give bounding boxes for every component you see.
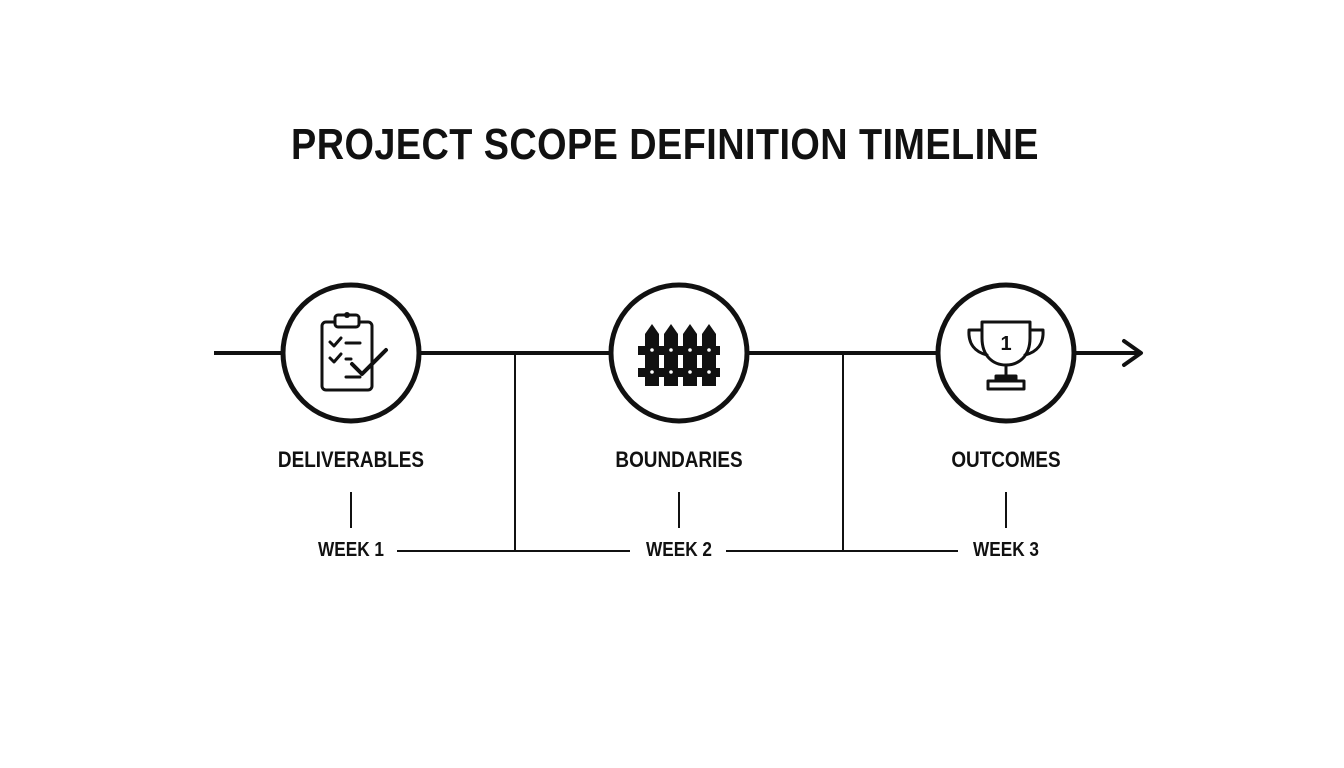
stage-label-boundaries: BOUNDARIES	[615, 447, 743, 472]
fence-icon	[638, 324, 720, 386]
timeline-arrowhead	[1122, 339, 1143, 367]
stage-label-outcomes: OUTCOMES	[951, 447, 1061, 472]
stage-circle-outcomes	[935, 282, 1077, 424]
trophy-icon: 1	[967, 320, 1045, 391]
week-label-1: WEEK 1	[318, 539, 384, 561]
diagram-title: PROJECT SCOPE DEFINITION TIMELINE	[291, 120, 1039, 169]
stage-label-deliverables: DELIVERABLES	[277, 447, 425, 472]
stage-circle-deliverables	[280, 282, 422, 424]
week-label-3: WEEK 3	[973, 539, 1039, 561]
trophy-rank-text: 1	[1000, 333, 1011, 355]
clipboard-checklist-icon	[320, 312, 388, 392]
week-label-2: WEEK 2	[646, 539, 712, 561]
